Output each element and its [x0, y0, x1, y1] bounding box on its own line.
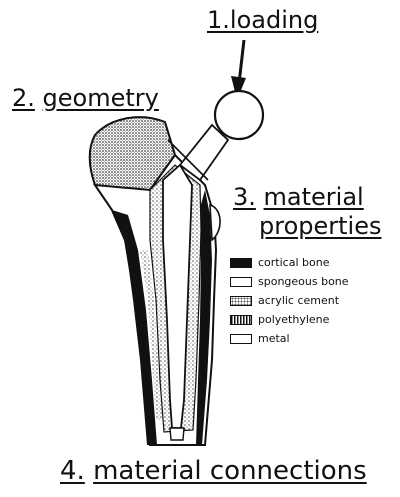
legend-label: cortical bone [258, 256, 329, 269]
polyethylene-element [210, 205, 220, 240]
label-material-properties-number: 3. [233, 183, 256, 211]
label-geometry: 2. geometry [12, 84, 159, 112]
label-material-properties-line2: properties [259, 212, 381, 240]
legend-item-cortical-bone: cortical bone [230, 254, 395, 271]
swatch-white [230, 334, 252, 344]
label-material-connections: 4. material connections [60, 456, 367, 486]
legend-label: metal [258, 332, 290, 345]
label-geometry-text: geometry [43, 84, 159, 112]
label-material-properties: 3. material [233, 183, 364, 211]
swatch-white [230, 277, 252, 287]
swatch-dotted [230, 296, 252, 306]
label-material-connections-text: material connections [93, 456, 367, 486]
label-loading-text: loading [230, 6, 318, 34]
femoral-head [215, 91, 263, 139]
label-loading-number: 1. [207, 6, 230, 34]
legend-label: polyethylene [258, 313, 329, 326]
label-material-properties-line1: material [264, 183, 364, 211]
label-material-connections-number: 4. [60, 456, 85, 486]
legend-item-metal: metal [230, 330, 395, 347]
swatch-solid-black [230, 258, 252, 268]
legend-item-polyethylene: polyethylene [230, 311, 395, 328]
swatch-vertical-stripes [230, 315, 252, 325]
label-material-properties-line2-wrap: properties [259, 212, 381, 240]
legend-label: acrylic cement [258, 294, 339, 307]
label-geometry-number: 2. [12, 84, 35, 112]
label-loading: 1.loading [207, 6, 318, 34]
material-legend: cortical bone spongeous bone acrylic cem… [230, 254, 395, 349]
stem-tip [170, 428, 184, 440]
legend-item-spongeous-bone: spongeous bone [230, 273, 395, 290]
legend-label: spongeous bone [258, 275, 349, 288]
legend-item-acrylic-cement: acrylic cement [230, 292, 395, 309]
